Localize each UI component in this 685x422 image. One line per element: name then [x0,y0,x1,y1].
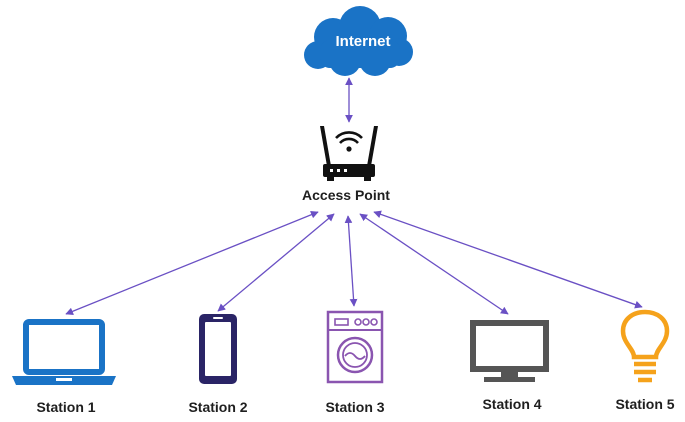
laptop-icon [12,319,116,385]
station-1-node: Station 1 [12,319,116,415]
station-3-label: Station 3 [325,399,384,415]
station-2-label: Station 2 [188,399,247,415]
cloud-icon [304,6,413,76]
connections [65,77,643,315]
wifi-router-icon [320,126,378,181]
link-access-point-station-1 [65,211,319,315]
station-3-node: Station 3 [325,310,385,415]
station-4-label: Station 4 [482,396,541,412]
access-point-label: Access Point [302,187,390,203]
internet-label: Internet [335,33,390,50]
station-5-node: Station 5 [615,309,675,412]
access-point-node: Access Point [302,126,390,203]
link-access-point-station-3 [344,215,358,307]
light-bulb-icon [620,309,670,383]
link-access-point-station-5 [373,210,643,309]
link-access-point-station-4 [359,213,509,315]
smartphone-icon [199,314,237,384]
station-4-node: Station 4 [470,320,549,412]
station-5-label: Station 5 [615,396,674,412]
monitor-icon [470,320,549,382]
station-2-node: Station 2 [188,314,248,415]
link-access-point-station-2 [217,213,335,312]
internet-node: Internet [304,6,413,76]
washing-machine-icon [326,310,384,384]
station-1-label: Station 1 [36,399,95,415]
